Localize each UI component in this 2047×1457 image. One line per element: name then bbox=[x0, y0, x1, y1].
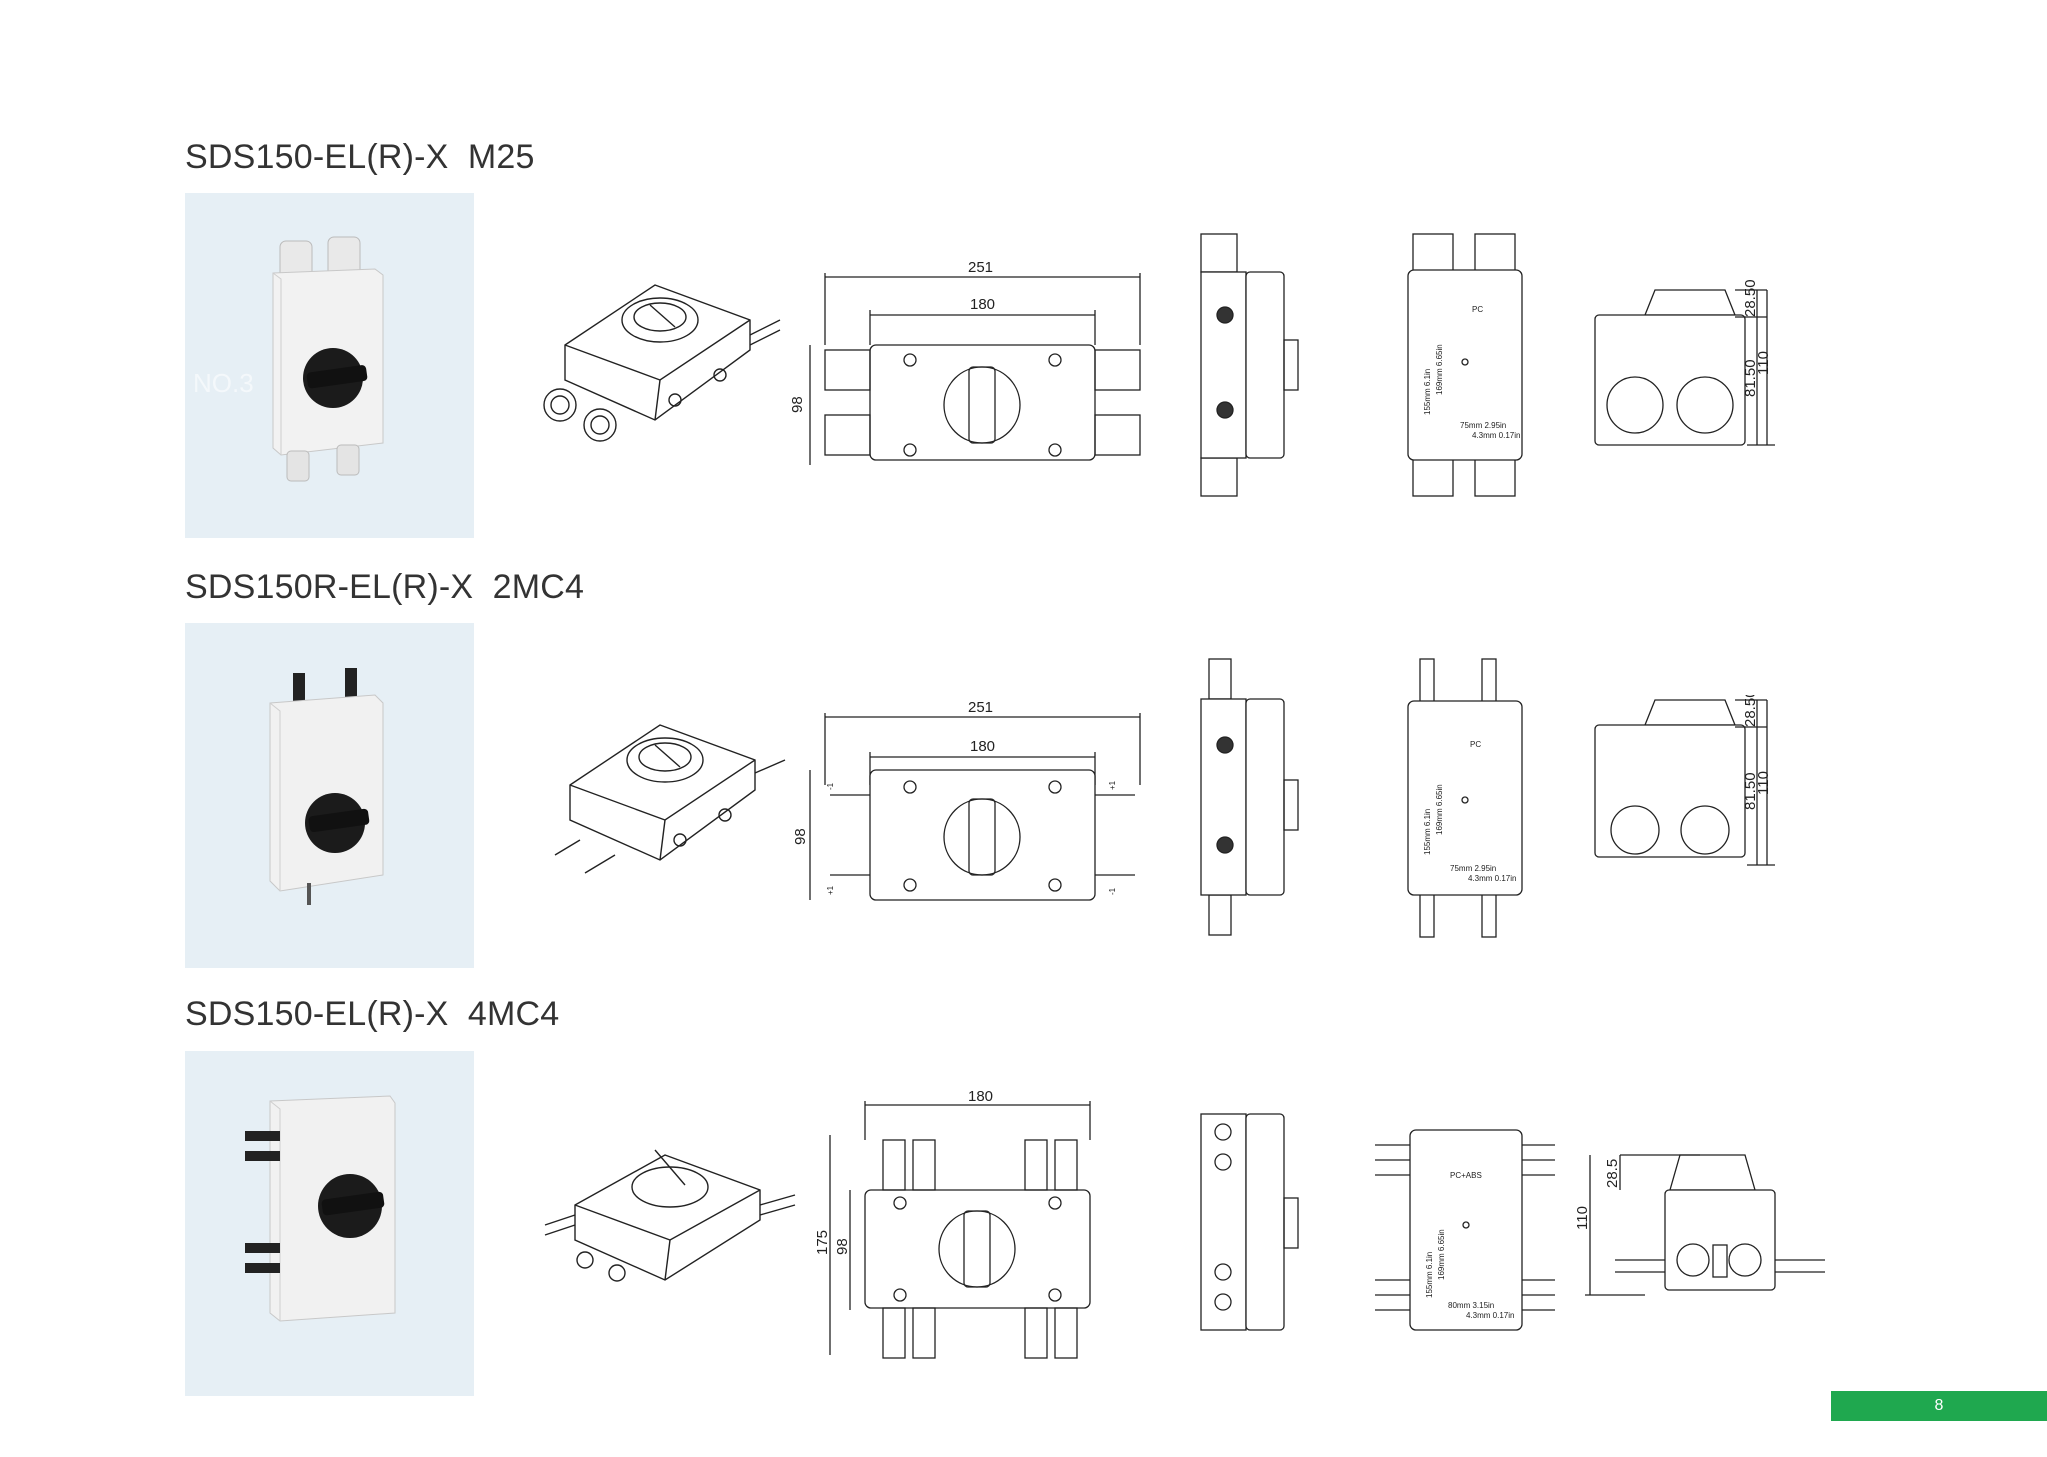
side-view-4mc4 bbox=[1195, 1110, 1335, 1335]
svg-text:155mm 6.1in: 155mm 6.1in bbox=[1425, 1252, 1434, 1298]
front-view-4mc4: 180 175 98 bbox=[815, 1085, 1115, 1365]
svg-text:155mm 6.1in: 155mm 6.1in bbox=[1423, 369, 1432, 415]
front-view-m25: 251 180 98 bbox=[785, 255, 1155, 470]
svg-text:180: 180 bbox=[970, 738, 995, 755]
svg-text:251: 251 bbox=[968, 699, 993, 716]
front-view-2mc4: 251 180 98 -1 +1 +1 -1 bbox=[785, 695, 1155, 910]
product-photo-m25: NO.3 bbox=[185, 193, 474, 538]
svg-text:PC+ABS: PC+ABS bbox=[1450, 1171, 1482, 1180]
end-view-2mc4: 28.50 81.50 110 bbox=[1585, 695, 1785, 875]
page-number: 8 bbox=[1831, 1391, 2047, 1421]
svg-text:169mm 6.65in: 169mm 6.65in bbox=[1435, 784, 1444, 835]
back-view-m25: PC 155mm 6.1in 169mm 6.65in 75mm 2.95in … bbox=[1400, 230, 1540, 500]
svg-text:PC: PC bbox=[1470, 740, 1481, 749]
svg-text:98: 98 bbox=[792, 828, 809, 845]
svg-text:28.50: 28.50 bbox=[1742, 279, 1759, 317]
isometric-view-4mc4 bbox=[535, 1125, 805, 1325]
svg-text:75mm 2.95in: 75mm 2.95in bbox=[1450, 864, 1496, 873]
svg-text:PC: PC bbox=[1472, 305, 1483, 314]
svg-text:180: 180 bbox=[968, 1088, 993, 1105]
svg-text:81.50: 81.50 bbox=[1742, 359, 1759, 397]
svg-text:81.50: 81.50 bbox=[1742, 772, 1759, 810]
svg-text:28.50: 28.50 bbox=[1742, 695, 1759, 727]
svg-text:-1: -1 bbox=[826, 782, 835, 790]
svg-text:180: 180 bbox=[970, 296, 995, 313]
photo-watermark: NO.3 bbox=[193, 368, 254, 398]
svg-text:+1: +1 bbox=[1108, 780, 1117, 790]
svg-text:75mm 2.95in: 75mm 2.95in bbox=[1460, 421, 1506, 430]
svg-text:28.5: 28.5 bbox=[1604, 1159, 1621, 1188]
product-photo-2mc4 bbox=[185, 623, 474, 968]
svg-text:4.3mm 0.17in: 4.3mm 0.17in bbox=[1468, 874, 1516, 883]
svg-text:4.3mm 0.17in: 4.3mm 0.17in bbox=[1466, 1311, 1514, 1320]
section-title-4mc4: SDS150-EL(R)-X 4MC4 bbox=[185, 995, 560, 1033]
svg-text:110: 110 bbox=[1574, 1206, 1591, 1230]
isometric-view-2mc4 bbox=[540, 705, 800, 905]
svg-text:98: 98 bbox=[834, 1238, 851, 1255]
svg-text:251: 251 bbox=[968, 259, 993, 276]
back-view-4mc4: PC+ABS 155mm 6.1in 169mm 6.65in 80mm 3.1… bbox=[1370, 1120, 1560, 1340]
svg-text:175: 175 bbox=[815, 1230, 831, 1255]
svg-text:155mm 6.1in: 155mm 6.1in bbox=[1423, 809, 1432, 855]
svg-text:80mm 3.15in: 80mm 3.15in bbox=[1448, 1301, 1494, 1310]
svg-text:110: 110 bbox=[1755, 771, 1772, 795]
side-view-2mc4 bbox=[1195, 655, 1335, 940]
section-title-m25: SDS150-EL(R)-X M25 bbox=[185, 138, 535, 176]
product-photo-4mc4 bbox=[185, 1051, 474, 1396]
side-view-m25 bbox=[1195, 230, 1335, 500]
end-view-4mc4: 28.5 110 bbox=[1565, 1150, 1845, 1310]
svg-text:+1: +1 bbox=[826, 885, 835, 895]
end-view-m25: 28.50 81.50 110 bbox=[1585, 275, 1785, 455]
isometric-view-m25 bbox=[535, 265, 795, 465]
svg-text:169mm 6.65in: 169mm 6.65in bbox=[1435, 344, 1444, 395]
svg-text:4.3mm 0.17in: 4.3mm 0.17in bbox=[1472, 431, 1520, 440]
svg-text:110: 110 bbox=[1755, 351, 1772, 375]
section-title-2mc4: SDS150R-EL(R)-X 2MC4 bbox=[185, 568, 585, 606]
svg-text:98: 98 bbox=[789, 396, 806, 413]
svg-text:-1: -1 bbox=[1108, 887, 1117, 895]
back-view-2mc4: PC 155mm 6.1in 169mm 6.65in 75mm 2.95in … bbox=[1400, 655, 1540, 940]
svg-text:169mm 6.65in: 169mm 6.65in bbox=[1437, 1229, 1446, 1280]
